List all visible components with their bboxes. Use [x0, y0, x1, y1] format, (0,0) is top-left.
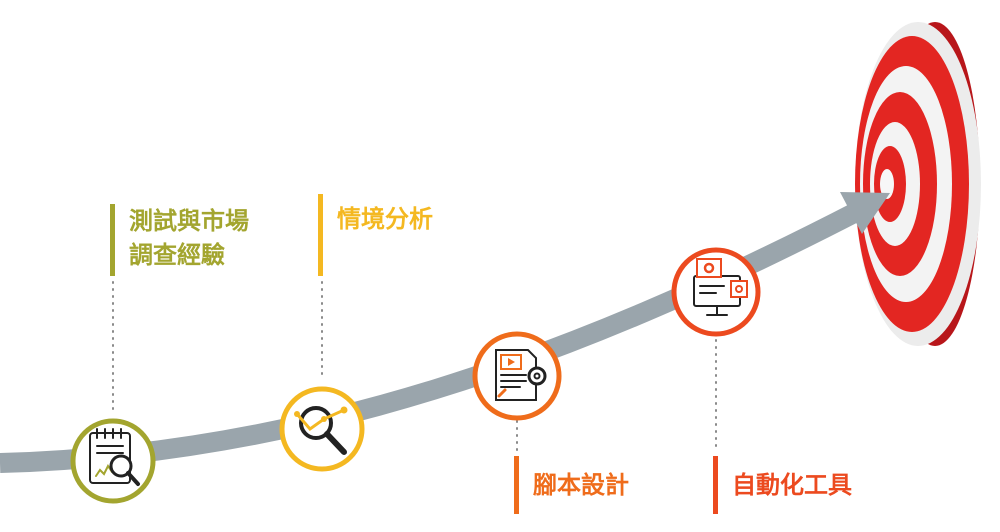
step-analysis-line-1: 情境分析 — [337, 205, 433, 233]
step-automation-line-1: 自動化工具 — [732, 471, 852, 499]
step-research-line-2: 調查經驗 — [129, 241, 225, 269]
notepad-magnifier-icon — [89, 428, 140, 486]
step-research-line-1: 測試與市場 — [129, 207, 249, 235]
step-script-line-1: 腳本設計 — [533, 471, 629, 499]
document-gear-icon — [495, 349, 547, 401]
step-script-label: 腳本設計 — [514, 456, 629, 514]
step-research-label: 測試與市場 調查經驗 — [110, 204, 249, 276]
bullseye-target-icon — [855, 22, 981, 346]
magnifier-trend-icon — [294, 406, 348, 455]
arrow-head — [840, 192, 890, 234]
step-script-node — [472, 331, 562, 421]
step-analysis-label: 情境分析 — [318, 194, 433, 276]
monitor-gears-icon — [693, 258, 748, 316]
connectors — [112, 281, 717, 453]
step-research-node — [70, 418, 156, 504]
step-automation-node — [671, 247, 761, 337]
step-analysis-node — [279, 386, 365, 472]
step-automation-label: 自動化工具 — [713, 456, 852, 514]
